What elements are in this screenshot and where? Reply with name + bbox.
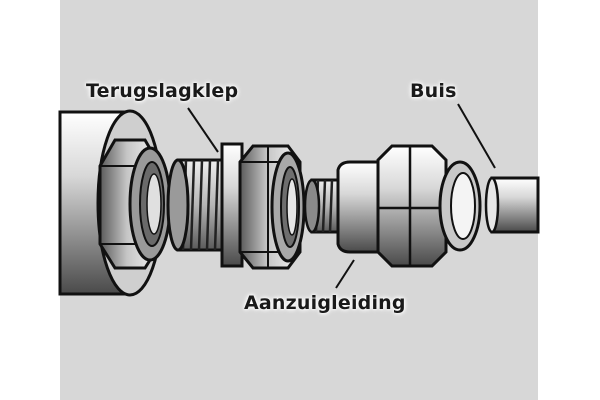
pipe-section xyxy=(484,176,540,234)
pipe-nut xyxy=(98,138,172,270)
check-valve-label: Terugslagklep xyxy=(86,80,239,102)
margin-right xyxy=(538,0,600,400)
pipe-label: Buis xyxy=(410,80,457,102)
leader-pipe xyxy=(457,103,496,169)
leader-check-valve xyxy=(187,107,219,153)
margin-left xyxy=(0,0,60,400)
check-valve xyxy=(166,142,306,270)
suction-line-label: Aanzuigleiding xyxy=(244,292,406,314)
leader-suction-line xyxy=(335,259,355,289)
suction-fitting xyxy=(303,144,482,268)
